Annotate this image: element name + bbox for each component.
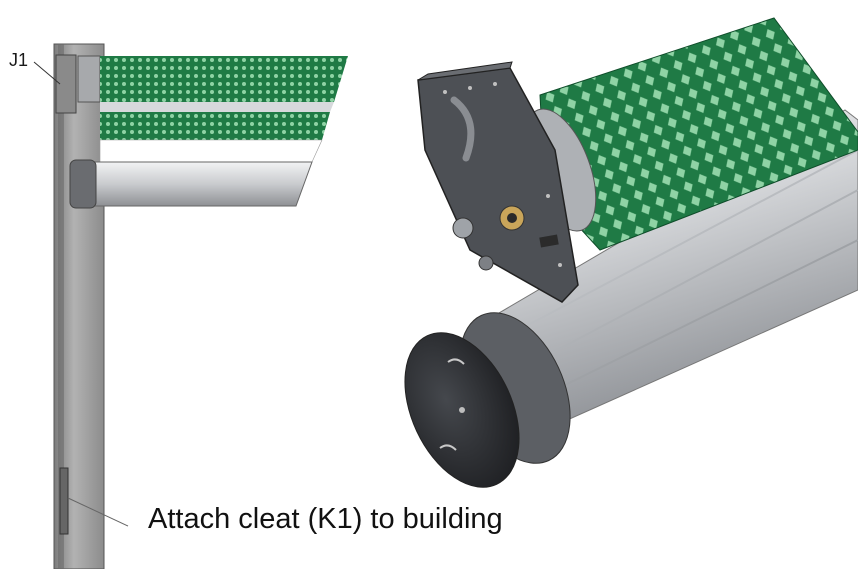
j1-leader-line	[33, 61, 61, 85]
fabric-top	[100, 56, 348, 102]
gear-icon	[452, 217, 474, 239]
bracket-j1	[55, 54, 77, 114]
perspective-view-diagram	[404, 17, 858, 488]
cleat-k1	[59, 467, 69, 535]
fabric-lower	[100, 112, 330, 140]
k1-leader-line	[67, 497, 129, 527]
side-view-diagram	[33, 43, 348, 569]
mounting-plate	[417, 67, 579, 303]
fabric-roll-side	[77, 55, 101, 103]
instruction-attach-cleat: Attach cleat (K1) to building	[148, 503, 503, 535]
callout-j1: J1	[9, 50, 29, 70]
roller-tube-side	[91, 161, 313, 207]
